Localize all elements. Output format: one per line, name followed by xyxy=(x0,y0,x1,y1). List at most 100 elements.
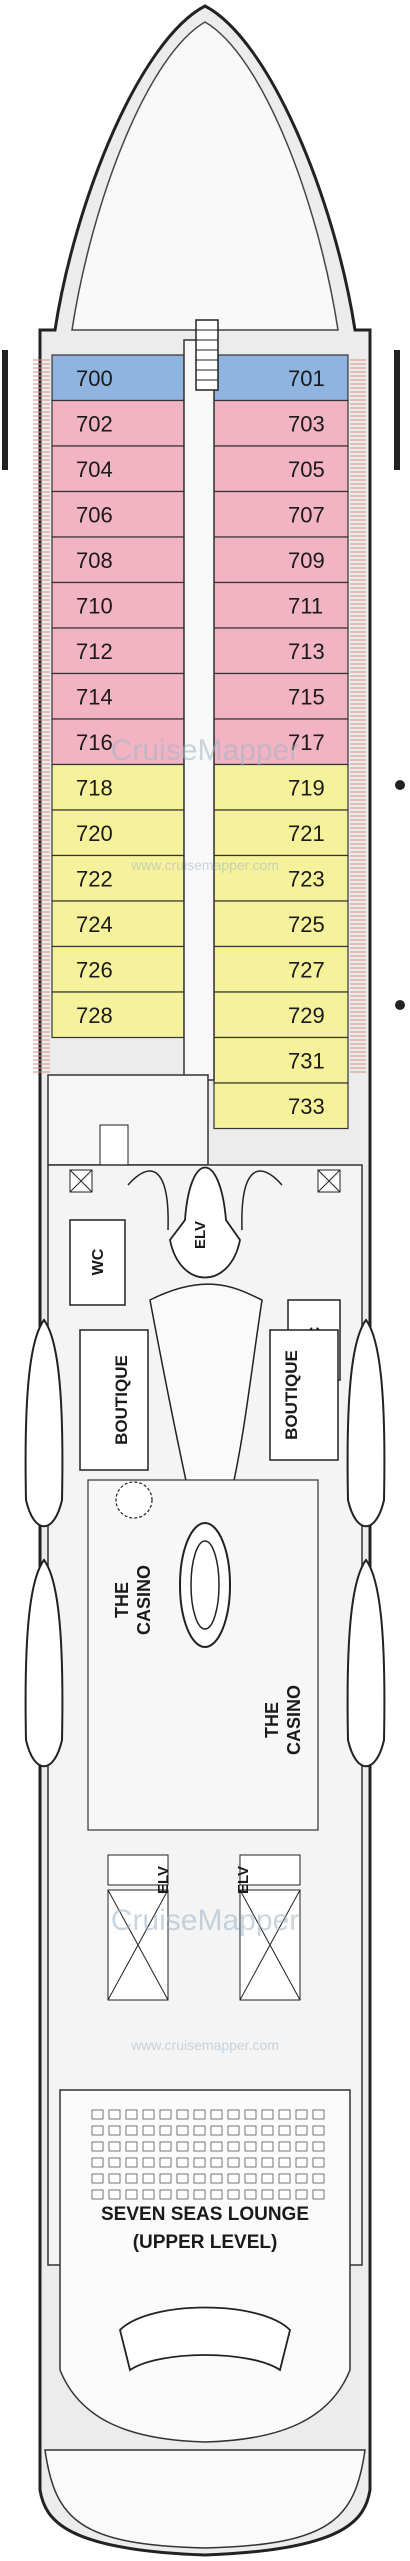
lounge-seat xyxy=(312,2109,325,2120)
elevator-label-right: ELV xyxy=(235,1866,252,1894)
lounge-seat xyxy=(278,2125,291,2136)
cabin-715[interactable] xyxy=(213,672,349,720)
lounge-seat xyxy=(295,2173,308,2184)
watermark-brand-top: CruiseMapper xyxy=(111,734,299,767)
cabin-number-710: 710 xyxy=(76,593,113,618)
lounge-seat xyxy=(244,2109,257,2120)
restroom-label-left: WC xyxy=(90,1248,107,1275)
lounge-seat xyxy=(295,2109,308,2120)
cabin-729[interactable] xyxy=(213,991,349,1039)
lounge-seat xyxy=(210,2173,223,2184)
lounge-seat xyxy=(142,2173,155,2184)
lounge-seat xyxy=(210,2157,223,2168)
lounge-seat xyxy=(227,2189,240,2200)
cabin-number-702: 702 xyxy=(76,411,113,436)
casino-label-left-2: CASINO xyxy=(134,1565,154,1635)
cabin-719[interactable] xyxy=(213,763,349,811)
lounge-seat xyxy=(278,2189,291,2200)
cabin-708[interactable] xyxy=(51,536,185,584)
lounge-seat xyxy=(295,2125,308,2136)
cabin-number-720: 720 xyxy=(76,821,113,846)
cabin-711[interactable] xyxy=(213,581,349,629)
cabin-702[interactable] xyxy=(51,399,185,447)
cabin-number-708: 708 xyxy=(76,548,113,573)
lounge-seat xyxy=(261,2125,274,2136)
cabin-726[interactable] xyxy=(51,945,185,993)
lounge-seat xyxy=(278,2173,291,2184)
lounge-seat xyxy=(142,2189,155,2200)
stern-deck xyxy=(44,2449,366,2549)
lounge-seat xyxy=(159,2189,172,2200)
lifeboat xyxy=(24,1558,64,1768)
cabin-725[interactable] xyxy=(213,900,349,948)
lounge-seat xyxy=(312,2157,325,2168)
boutique-label-right: BOUTIQUE xyxy=(282,1350,301,1440)
starboard-marker xyxy=(395,780,405,790)
lounge-seat xyxy=(125,2189,138,2200)
lounge-seat xyxy=(210,2189,223,2200)
cabin-704[interactable] xyxy=(51,445,185,493)
cabin-714[interactable] xyxy=(51,672,185,720)
cabin-number-700: 700 xyxy=(76,366,113,391)
cabin-number-727: 727 xyxy=(288,957,325,982)
cabin-712[interactable] xyxy=(51,627,185,675)
cabin-number-713: 713 xyxy=(288,639,325,664)
lounge-seat xyxy=(261,2141,274,2152)
cabin-corridor xyxy=(183,339,215,1081)
cabin-722[interactable] xyxy=(51,854,185,902)
lounge-seat xyxy=(193,2125,206,2136)
lounge-seat xyxy=(295,2141,308,2152)
cabin-718[interactable] xyxy=(51,763,185,811)
port-rail xyxy=(2,350,8,470)
cabin-number-719: 719 xyxy=(288,775,325,800)
lounge-seat xyxy=(159,2125,172,2136)
lounge-seat xyxy=(227,2157,240,2168)
lifeboat xyxy=(346,1558,386,1768)
cabin-710[interactable] xyxy=(51,581,185,629)
lounge-seat xyxy=(142,2109,155,2120)
lounge-seat xyxy=(312,2141,325,2152)
lounge-seat xyxy=(210,2109,223,2120)
cabin-number-706: 706 xyxy=(76,502,113,527)
lounge-seat xyxy=(125,2141,138,2152)
lounge-seat xyxy=(227,2173,240,2184)
lifeboat xyxy=(346,1318,386,1528)
watermark-brand-bottom: CruiseMapper xyxy=(111,1904,299,1937)
cabin-number-721: 721 xyxy=(288,821,325,846)
lounge-seat xyxy=(261,2173,274,2184)
cabin-709[interactable] xyxy=(213,536,349,584)
stairs-aft-cabins xyxy=(99,1124,129,1166)
cabin-number-728: 728 xyxy=(76,1003,113,1028)
cabin-number-725: 725 xyxy=(288,912,325,937)
cabin-720[interactable] xyxy=(51,809,185,857)
lounge-seat xyxy=(244,2157,257,2168)
watermark-url-bottom: www.cruisemapper.com xyxy=(130,2037,279,2053)
cabin-701[interactable] xyxy=(213,354,349,402)
elevator-lobby-forward: ELV xyxy=(69,1166,341,1279)
cabin-713[interactable] xyxy=(213,627,349,675)
cabin-703[interactable] xyxy=(213,399,349,447)
cabin-724[interactable] xyxy=(51,900,185,948)
cabin-706[interactable] xyxy=(51,490,185,538)
cabin-700[interactable] xyxy=(51,354,185,402)
lounge-seat xyxy=(193,2189,206,2200)
lounge-seat xyxy=(278,2109,291,2120)
cabin-number-731: 731 xyxy=(288,1048,325,1073)
port-cabins: 7007027047067087107127147167187207227247… xyxy=(51,354,185,1039)
elevator-label-left: ELV xyxy=(155,1866,172,1894)
lounge-seat xyxy=(278,2157,291,2168)
cabin-705[interactable] xyxy=(213,445,349,493)
cabin-number-723: 723 xyxy=(288,866,325,891)
cabin-721[interactable] xyxy=(213,809,349,857)
cabin-number-703: 703 xyxy=(288,411,325,436)
cabin-733[interactable] xyxy=(213,1082,349,1130)
cabin-number-722: 722 xyxy=(76,866,113,891)
cabin-728[interactable] xyxy=(51,991,185,1039)
lounge-seat xyxy=(176,2125,189,2136)
starboard-rail xyxy=(394,350,400,470)
cabin-727[interactable] xyxy=(213,945,349,993)
lounge-subtitle: (UPPER LEVEL) xyxy=(133,2232,278,2253)
lounge-seat xyxy=(176,2173,189,2184)
cabin-707[interactable] xyxy=(213,490,349,538)
cabin-731[interactable] xyxy=(213,1036,349,1084)
